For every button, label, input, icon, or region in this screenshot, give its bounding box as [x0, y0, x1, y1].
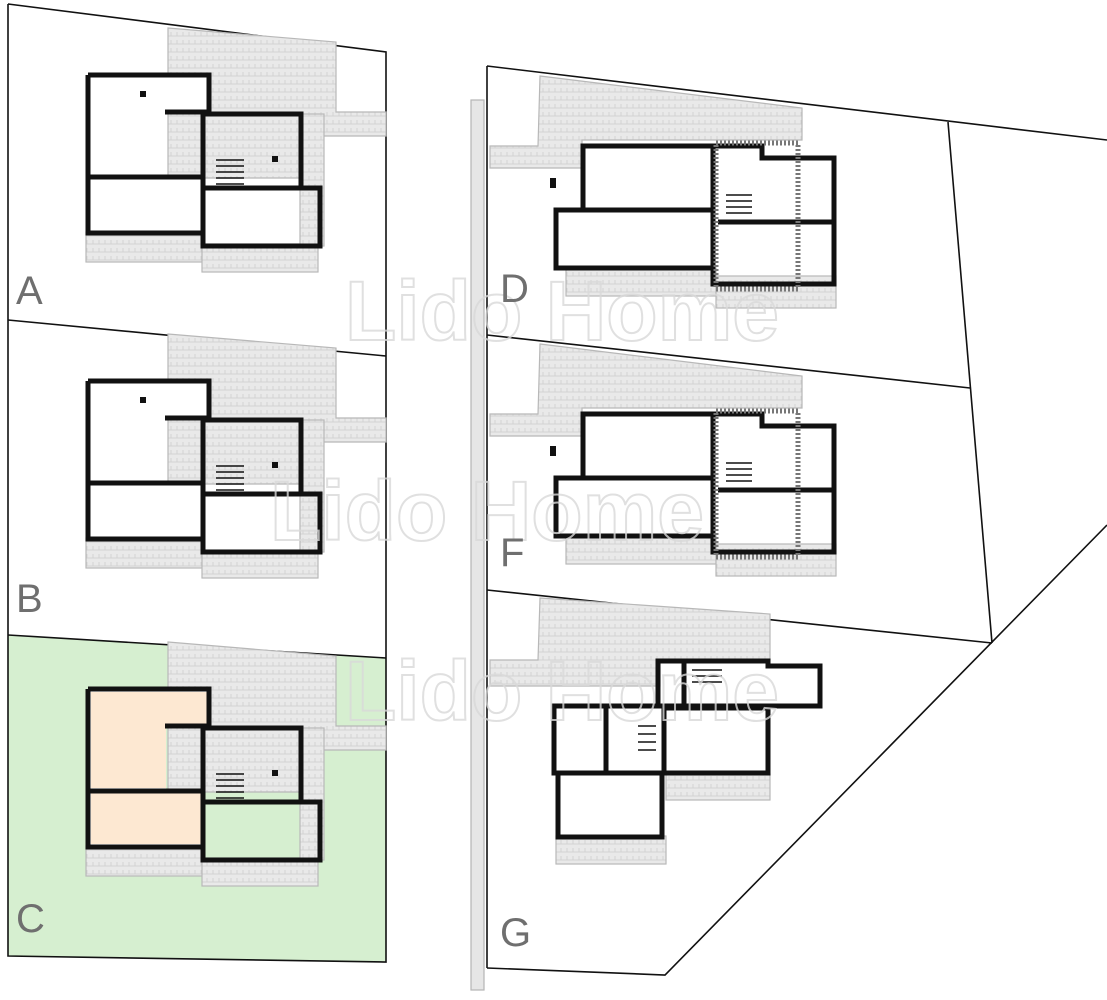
watermark-2: Lido Home [270, 464, 704, 558]
house-right-template [489, 75, 837, 309]
watermark-3: Lido Home [345, 644, 779, 738]
unit-label-d: D [500, 267, 529, 311]
unit-label-g: G [500, 911, 531, 955]
watermarks: Lido Home Lido Home Lido Home [269, 263, 780, 739]
watermark-1: Lido Home [345, 264, 779, 358]
unit-label-b: B [16, 577, 43, 621]
central-path [470, 99, 485, 991]
unit-label-c: C [16, 897, 45, 941]
house-g [489, 597, 823, 865]
unit-label-f: F [500, 531, 524, 575]
unit-labels: A B C D F G [16, 267, 531, 955]
house-left-template [85, 27, 387, 273]
house-c-highlighted-rooms [85, 686, 212, 850]
unit-label-a: A [16, 269, 43, 313]
